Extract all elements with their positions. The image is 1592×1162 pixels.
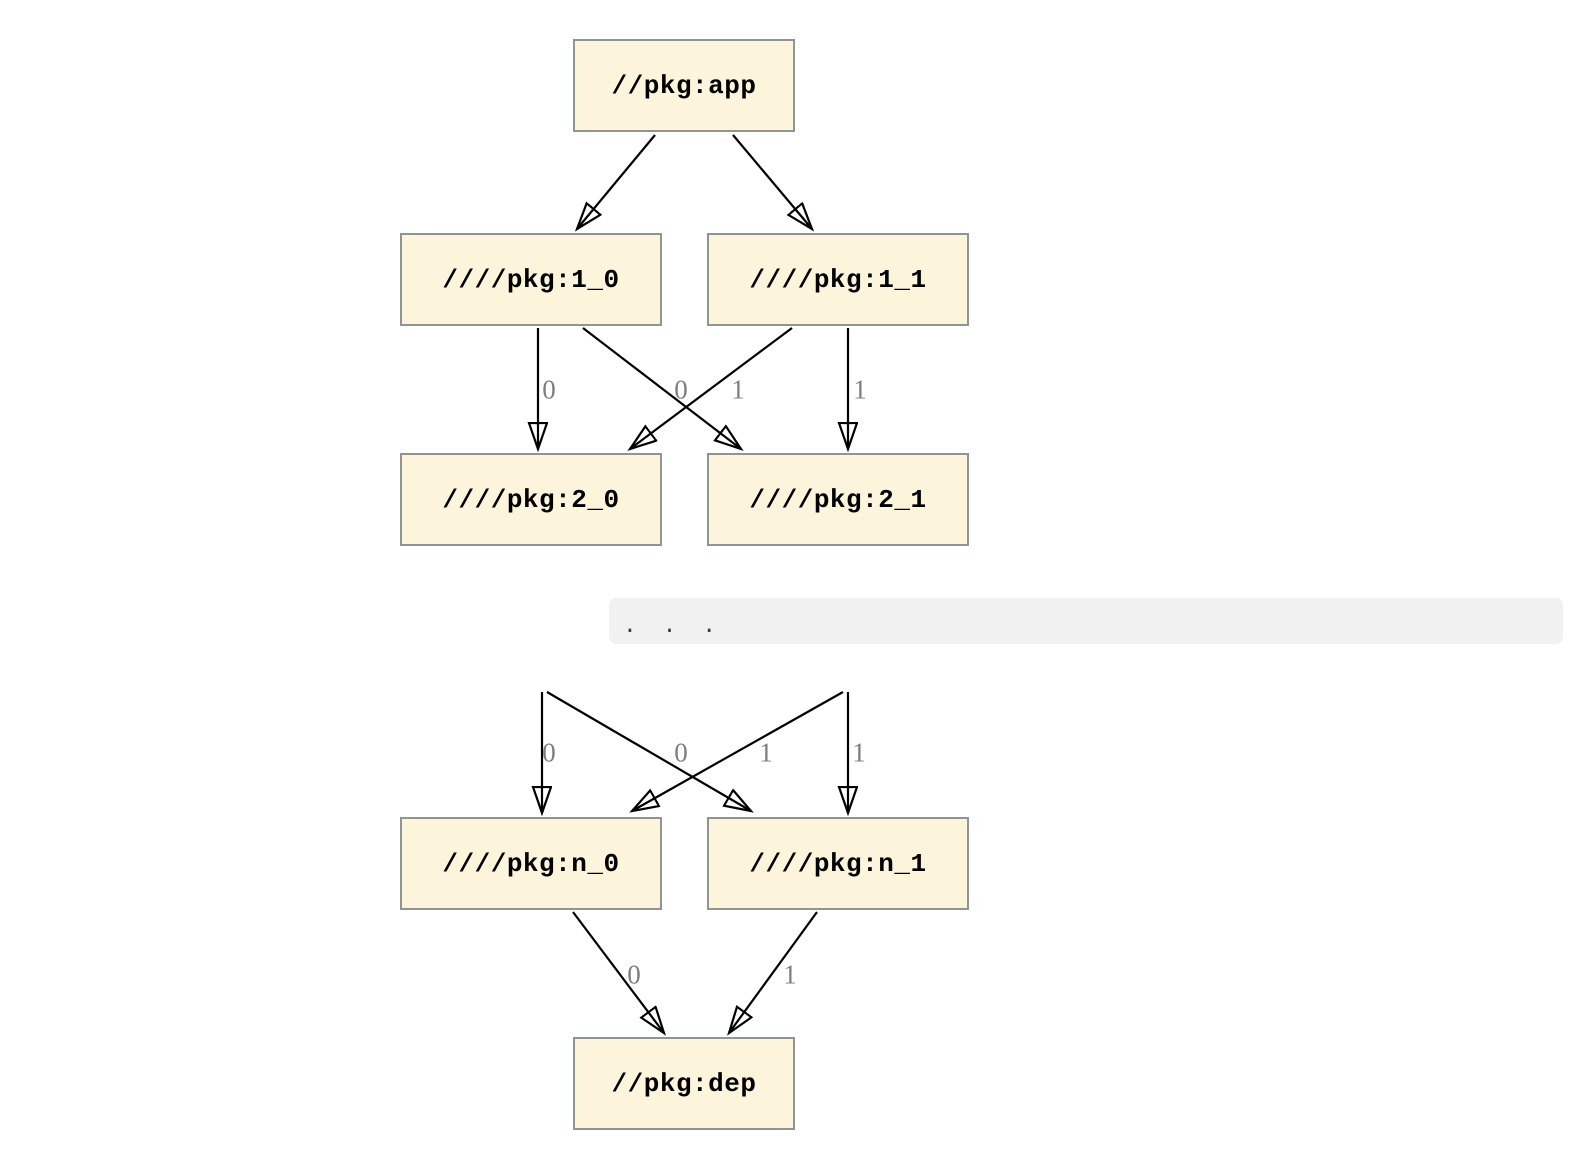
- node-pkg-dep: //pkg:dep: [573, 1037, 795, 1130]
- edge-label-1_1-2_1: 1: [853, 374, 867, 405]
- node-pkg-2_1: ////pkg:2_1: [707, 453, 969, 546]
- edge-omitted-to-n_0-cross: [632, 691, 844, 811]
- edge-omitted-to-n_1-cross: [546, 691, 751, 811]
- edge-label-n_1-dep: 1: [783, 959, 797, 990]
- edge-label-omitted-n_1-right: 1: [852, 737, 866, 768]
- edge-n_1-to-dep: [729, 911, 818, 1033]
- node-pkg-app: //pkg:app: [573, 39, 795, 132]
- edge-label-1_0-2_0: 0: [542, 374, 556, 405]
- node-pkg-1_1: ////pkg:1_1: [707, 233, 969, 326]
- edge-label-1_0-2_1: 1: [731, 374, 745, 405]
- edge-label-n_0-dep: 0: [627, 959, 641, 990]
- node-pkg-n_0: ////pkg:n_0: [400, 817, 662, 910]
- edge-app-to-1_1: [732, 134, 812, 229]
- edge-label-omitted-n_0-cross: 0: [674, 737, 688, 768]
- node-pkg-2_0: ////pkg:2_0: [400, 453, 662, 546]
- edge-1_0-to-2_1: [582, 327, 741, 449]
- edge-label-1_1-2_0: 0: [674, 374, 688, 405]
- edge-n_0-to-dep: [572, 911, 664, 1033]
- edge-app-to-1_0: [577, 134, 656, 229]
- edge-label-omitted-n_0-left: 0: [542, 737, 556, 768]
- edge-label-omitted-n_1-cross: 1: [759, 737, 773, 768]
- node-pkg-n_1: ////pkg:n_1: [707, 817, 969, 910]
- node-pkg-1_0: ////pkg:1_0: [400, 233, 662, 326]
- omitted-rows-band: . . .: [609, 598, 1563, 644]
- edge-1_1-to-2_0: [630, 327, 793, 449]
- ellipsis-dots: . . .: [623, 613, 723, 639]
